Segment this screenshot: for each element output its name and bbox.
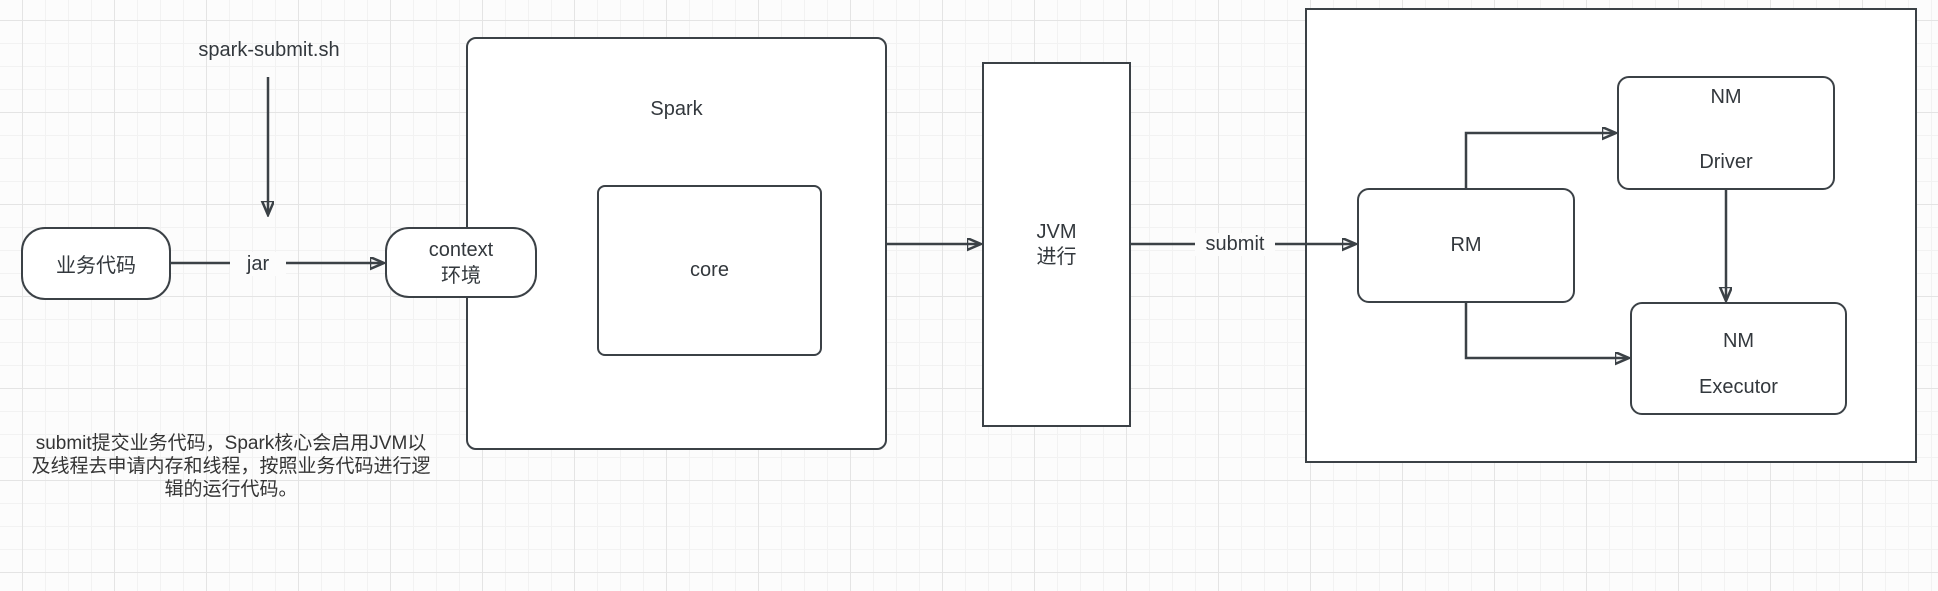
node-context-env-line2: 环境 xyxy=(440,264,481,287)
node-core-label: core xyxy=(690,259,729,281)
node-business-code-label: 业务代码 xyxy=(56,255,136,277)
note-text: submit提交业务代码，Spark核心会启用JVM以 及线程去申请内存和线程，… xyxy=(25,432,437,501)
node-nm-executor-line1: NM xyxy=(1722,329,1755,352)
spark-submit-script-label: spark-submit.sh xyxy=(198,39,340,61)
node-jvm-line1: JVM xyxy=(1036,220,1077,243)
node-business-code: 业务代码 xyxy=(21,227,171,300)
node-spark-label: Spark xyxy=(650,98,703,120)
note-line: submit提交业务代码，Spark核心会启用JVM以 xyxy=(35,433,427,454)
submit-edge-label: submit xyxy=(1195,233,1275,256)
node-nm-executor-line2: Executor xyxy=(1699,375,1778,398)
node-core: core xyxy=(597,185,822,356)
node-nm-executor: NM Executor xyxy=(1630,302,1847,415)
node-jvm-line2: 进行 xyxy=(1036,245,1077,268)
node-context-env: context 环境 xyxy=(385,227,537,298)
node-nm-driver-line2: Driver xyxy=(1699,150,1753,173)
node-nm-driver-line1: NM xyxy=(1710,85,1742,108)
note-line: 及线程去申请内存和线程，按照业务代码进行逻 xyxy=(31,456,431,477)
node-jvm-process: JVM 进行 xyxy=(982,62,1131,427)
node-rm-label: RM xyxy=(1450,234,1482,256)
jar-edge-label: jar xyxy=(230,252,286,276)
node-rm: RM xyxy=(1357,188,1575,303)
node-context-env-line1: context xyxy=(428,238,494,261)
note-line: 辑的运行代码。 xyxy=(164,479,298,500)
node-nm-driver: NM Driver xyxy=(1617,76,1835,190)
